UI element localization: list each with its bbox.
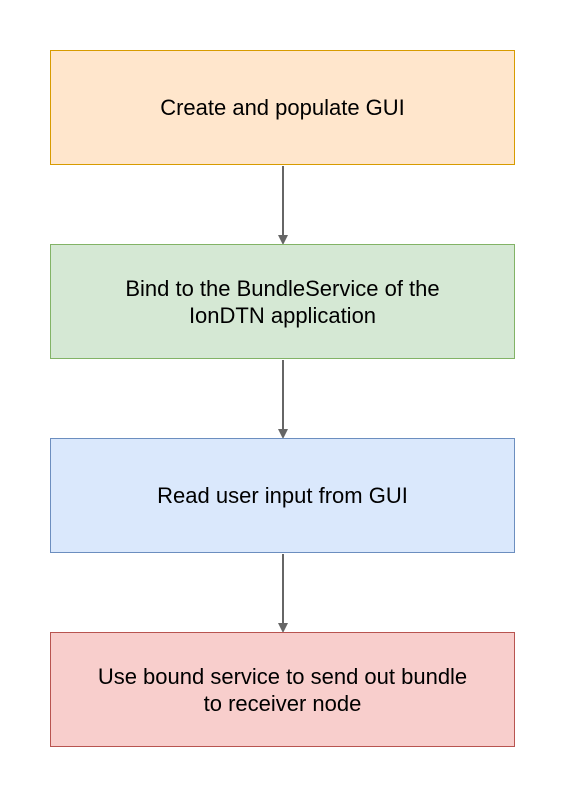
step-label-bind-service: Bind to the BundleService of the IonDTN … [125, 275, 440, 328]
step-label-read-input: Read user input from GUI [157, 483, 408, 508]
step-box-create-gui: Create and populate GUI [50, 50, 515, 165]
step-label-send-bundle: Use bound service to send out bundle to … [97, 663, 468, 716]
step-label-create-gui: Create and populate GUI [160, 95, 405, 120]
step-box-bind-service: Bind to the BundleService of the IonDTN … [50, 244, 515, 359]
step-box-send-bundle: Use bound service to send out bundle to … [50, 632, 515, 747]
step-box-read-input: Read user input from GUI [50, 438, 515, 553]
